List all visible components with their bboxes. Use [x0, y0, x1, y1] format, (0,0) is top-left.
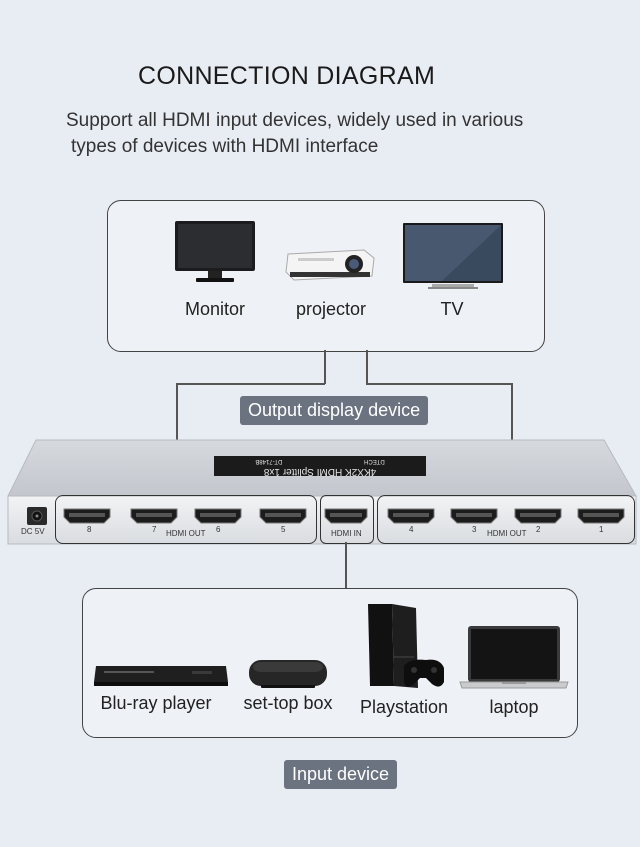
hdmi-in-group — [320, 495, 374, 544]
hdmi-in-port — [324, 508, 368, 524]
hdmi-out-port-4 — [387, 508, 435, 524]
input-device-label-set-top-box: set-top box — [243, 693, 333, 713]
splitter-model: DT-7148B — [255, 458, 283, 464]
hdmi-out-port-5 — [259, 508, 307, 524]
dc-label: DC 5V — [21, 527, 45, 536]
port-number-2: 2 — [536, 525, 541, 534]
page-title: CONNECTION DIAGRAM — [138, 62, 436, 90]
input-device-label-playstation: Playstation — [359, 697, 449, 717]
input-device-tag: Input device — [284, 760, 398, 789]
splitter-brand: DTECH — [364, 458, 385, 464]
hdmi-in-label: HDMI IN — [331, 529, 362, 538]
hdmi-out-group-left — [55, 495, 317, 544]
hdmi-out-port-8 — [63, 508, 111, 524]
output-device-label-tv: TV — [440, 299, 464, 319]
hdmi-out-port-7 — [130, 508, 178, 524]
input-device-label-bluray: Blu-ray player — [100, 693, 212, 713]
monitor-icon — [175, 221, 255, 282]
subtitle-line-1: Support all HDMI input devices, widely u… — [66, 110, 524, 131]
set-top-box-icon — [249, 660, 327, 688]
input-device-label-laptop: laptop — [489, 697, 539, 717]
projector-icon — [285, 249, 375, 281]
tv-icon — [403, 223, 503, 289]
port-number-3: 3 — [472, 525, 477, 534]
subtitle: Support all HDMI input devices, widely u… — [66, 108, 606, 160]
hdmi-out-port-1 — [577, 508, 625, 524]
splitter-label-plate: 4KX2K HDMI Splitter 1x8 DTECH DT-7148B — [214, 456, 426, 477]
connector-line — [366, 350, 368, 384]
dc-power-port — [27, 507, 47, 525]
port-number-1: 1 — [599, 525, 604, 534]
port-number-8: 8 — [87, 525, 92, 534]
output-device-tag: Output display device — [240, 396, 429, 425]
connector-line — [176, 383, 325, 385]
hdmi-out-group-right — [377, 495, 635, 544]
hdmi-out-port-3 — [450, 508, 498, 524]
connector-line — [366, 383, 512, 385]
subtitle-line-2: types of devices with HDMI interface — [71, 136, 379, 157]
connector-line — [511, 383, 513, 495]
output-device-label-monitor: Monitor — [184, 299, 246, 319]
hdmi-out-label-left: HDMI OUT — [166, 529, 206, 538]
connector-line — [345, 542, 347, 588]
port-number-6: 6 — [216, 525, 221, 534]
hdmi-out-port-6 — [194, 508, 242, 524]
bluray-player-icon — [94, 666, 228, 686]
output-device-label-projector: projector — [295, 299, 367, 319]
connector-line — [176, 383, 178, 495]
port-number-7: 7 — [152, 525, 157, 534]
hdmi-out-port-2 — [514, 508, 562, 524]
port-number-5: 5 — [281, 525, 286, 534]
laptop-icon — [459, 626, 569, 689]
hdmi-out-label-right: HDMI OUT — [487, 529, 527, 538]
splitter-label-plate-title: 4KX2K HDMI Splitter 1x8 — [263, 466, 377, 477]
connector-line — [324, 350, 326, 384]
playstation-icon — [368, 604, 444, 688]
port-number-4: 4 — [409, 525, 414, 534]
